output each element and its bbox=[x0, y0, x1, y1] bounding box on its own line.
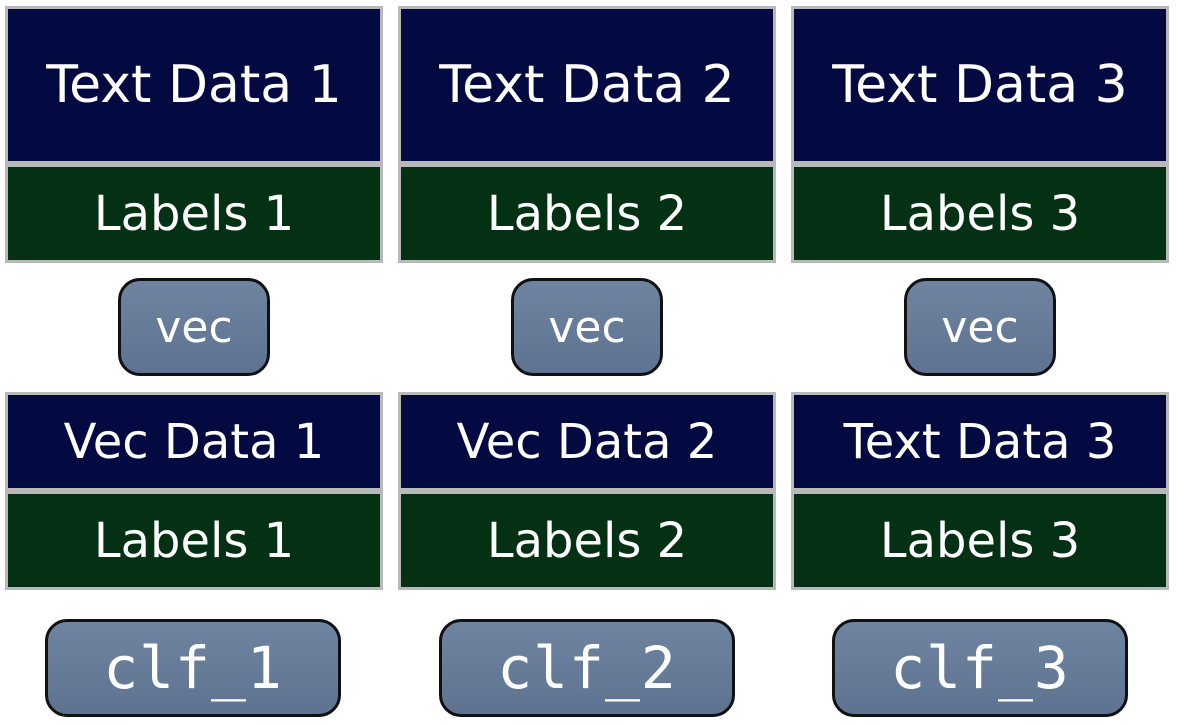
text-data-3-label: Text Data 3 bbox=[832, 55, 1128, 115]
bottom-labels-3-text: Labels 3 bbox=[879, 512, 1081, 569]
classifier-3-node: clf_3 bbox=[832, 619, 1128, 717]
classifier-1-label: clf_1 bbox=[103, 634, 283, 702]
bottom-labels-3-block: Labels 3 bbox=[791, 491, 1169, 590]
classifier-1-node: clf_1 bbox=[45, 619, 341, 717]
bottom-labels-1-block: Labels 1 bbox=[5, 491, 383, 590]
bottom-labels-2-block: Labels 2 bbox=[398, 491, 776, 590]
vectorizer-2-node: vec bbox=[511, 278, 663, 376]
classifier-2-node: clf_2 bbox=[439, 619, 735, 717]
labels-2-block: Labels 2 bbox=[398, 164, 776, 263]
bottom-labels-1-text: Labels 1 bbox=[93, 512, 295, 569]
classifier-3-label: clf_3 bbox=[890, 634, 1070, 702]
text-data-1-block: Text Data 1 bbox=[5, 6, 383, 164]
text-data-3-block: Text Data 3 bbox=[791, 6, 1169, 164]
vectorizer-3-node: vec bbox=[904, 278, 1056, 376]
vectorizer-1-label: vec bbox=[155, 301, 233, 353]
labels-3-text: Labels 3 bbox=[879, 185, 1081, 242]
vec-data-3-label: Text Data 3 bbox=[843, 413, 1117, 470]
text-data-1-label: Text Data 1 bbox=[46, 55, 342, 115]
labels-1-text: Labels 1 bbox=[93, 185, 295, 242]
labels-2-text: Labels 2 bbox=[486, 185, 688, 242]
text-data-2-block: Text Data 2 bbox=[398, 6, 776, 164]
vec-data-2-block: Vec Data 2 bbox=[398, 392, 776, 491]
text-data-2-label: Text Data 2 bbox=[439, 55, 735, 115]
vec-data-1-block: Vec Data 1 bbox=[5, 392, 383, 491]
bottom-labels-2-text: Labels 2 bbox=[486, 512, 688, 569]
classifier-2-label: clf_2 bbox=[497, 634, 677, 702]
vec-data-1-label: Vec Data 1 bbox=[63, 413, 325, 470]
vectorizer-1-node: vec bbox=[118, 278, 270, 376]
labels-3-block: Labels 3 bbox=[791, 164, 1169, 263]
labels-1-block: Labels 1 bbox=[5, 164, 383, 263]
vec-data-2-label: Vec Data 2 bbox=[456, 413, 718, 470]
vectorizer-2-label: vec bbox=[548, 301, 626, 353]
vec-data-3-block: Text Data 3 bbox=[791, 392, 1169, 491]
vectorizer-3-label: vec bbox=[941, 301, 1019, 353]
